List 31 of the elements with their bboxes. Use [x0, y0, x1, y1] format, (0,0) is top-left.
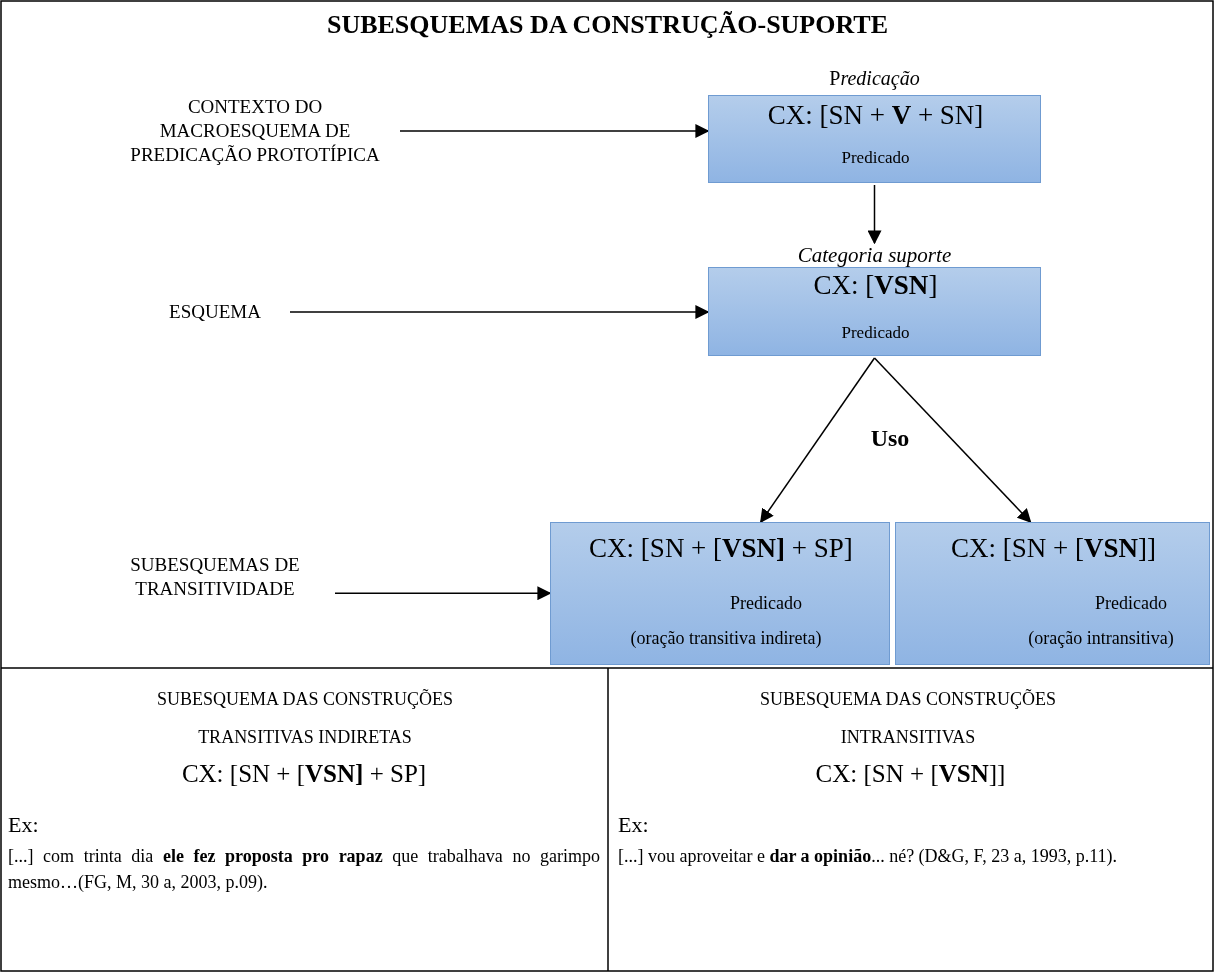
arrow: [334, 586, 552, 601]
box-text: Predicado: [840, 148, 911, 168]
formula: CX: [SN + [VSN]]: [814, 760, 1007, 788]
box-text: Predicado: [840, 323, 911, 343]
formula: CX: [VSN]: [812, 270, 939, 301]
arrow: [399, 124, 710, 138]
arrow: [867, 184, 882, 245]
title: SUBESQUEMAS DA CONSTRUÇÃO-SUPORTE: [325, 10, 890, 40]
cell-heading: SUBESQUEMA DAS CONSTRUÇÕES INTRANSITIVAS: [758, 688, 1058, 749]
node-label: ESQUEMA: [140, 298, 290, 326]
arrow: [760, 357, 876, 524]
formula: CX: [SN + [VSN] + SP]: [180, 760, 428, 788]
formula: CX: [SN + V + SN]: [766, 100, 985, 131]
arrow: [289, 305, 710, 319]
cell-text: Ex:: [8, 812, 40, 838]
box-text: (oração transitiva indireta): [629, 628, 823, 649]
box-heading: Predicação: [828, 66, 921, 92]
box-text: (oração intransitiva): [1027, 628, 1175, 649]
cell-text: Ex:: [618, 812, 650, 838]
node-label: SUBESQUEMAS DE TRANSITIVIDADE: [95, 550, 335, 604]
node-label: CONTEXTO DO MACROESQUEMA DE PREDICAÇÃO PROTOTÍPICA: [110, 94, 400, 168]
box-heading: Categoria suporte: [796, 243, 953, 267]
formula: CX: [SN + [VSN] + SP]: [588, 533, 854, 564]
annotation-text: Uso: [869, 425, 911, 452]
box-text: Predicado: [729, 593, 803, 614]
arrow: [873, 357, 1032, 523]
cell-heading: SUBESQUEMA DAS CONSTRUÇÕES TRANSITIVAS INDIRETAS: [155, 688, 455, 749]
box-text: Predicado: [1094, 593, 1168, 614]
example-text: [...] com trinta dia ele fez proposta pro rapaz que trabalhava no garimpo mesmo…(FG, M, 30 a, 2003, p.09).: [8, 845, 600, 895]
formula: CX: [SN + [VSN]]: [950, 533, 1157, 564]
example-text: [...] vou aproveitar e dar a opinião... né? (D&G, F, 23 a, 1993, p.11).: [618, 845, 1118, 868]
